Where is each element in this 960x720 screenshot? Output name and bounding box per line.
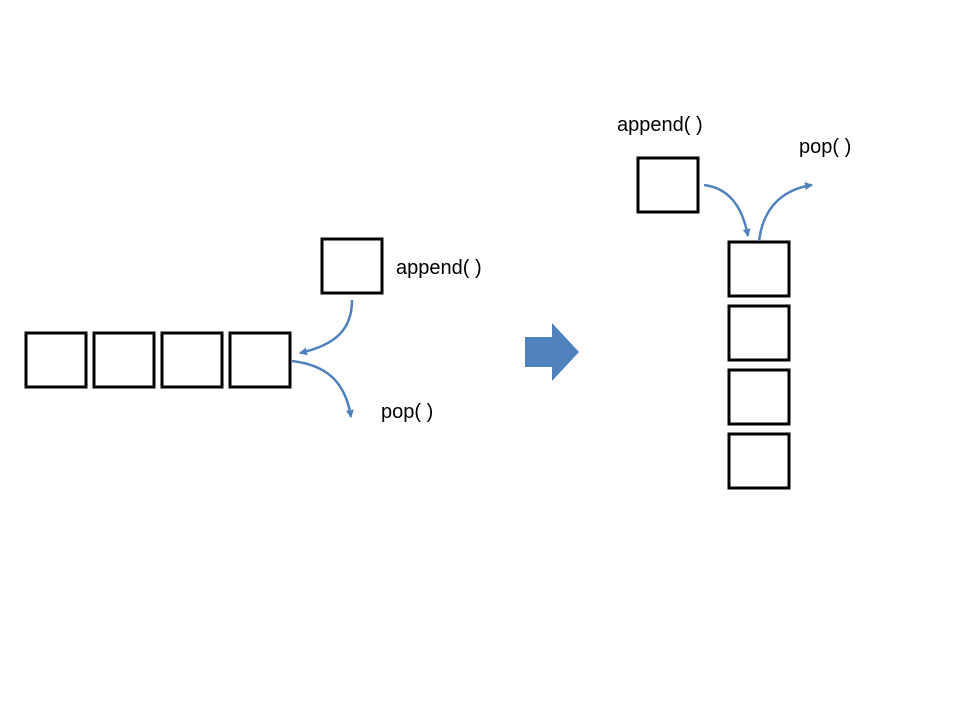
left-append-arrow [299,299,354,356]
right-stack-cell-2 [727,304,791,362]
left-pop-label: pop( ) [381,401,433,423]
right-stack-cell-4 [727,432,791,490]
right-append-arrow [703,183,751,237]
right-stack-cell-3 [727,368,791,426]
left-pop-arrow [291,359,354,418]
left-list-cell-4 [228,331,292,389]
left-list-cell-3 [160,331,224,389]
right-stack-cell-1 [727,240,791,298]
right-append-label: append( ) [617,114,703,136]
left-list-diagram: append( ) pop( ) [24,237,482,423]
right-stack-diagram: append( ) pop( ) [617,114,851,490]
right-new-element-box [636,156,700,214]
left-append-label: append( ) [396,257,482,279]
left-new-element-box [320,237,384,295]
transition-arrow-icon [525,323,579,381]
left-list-cell-1 [24,331,88,389]
left-list-cell-2 [92,331,156,389]
right-pop-label: pop( ) [799,136,851,158]
right-pop-arrow [757,182,813,242]
